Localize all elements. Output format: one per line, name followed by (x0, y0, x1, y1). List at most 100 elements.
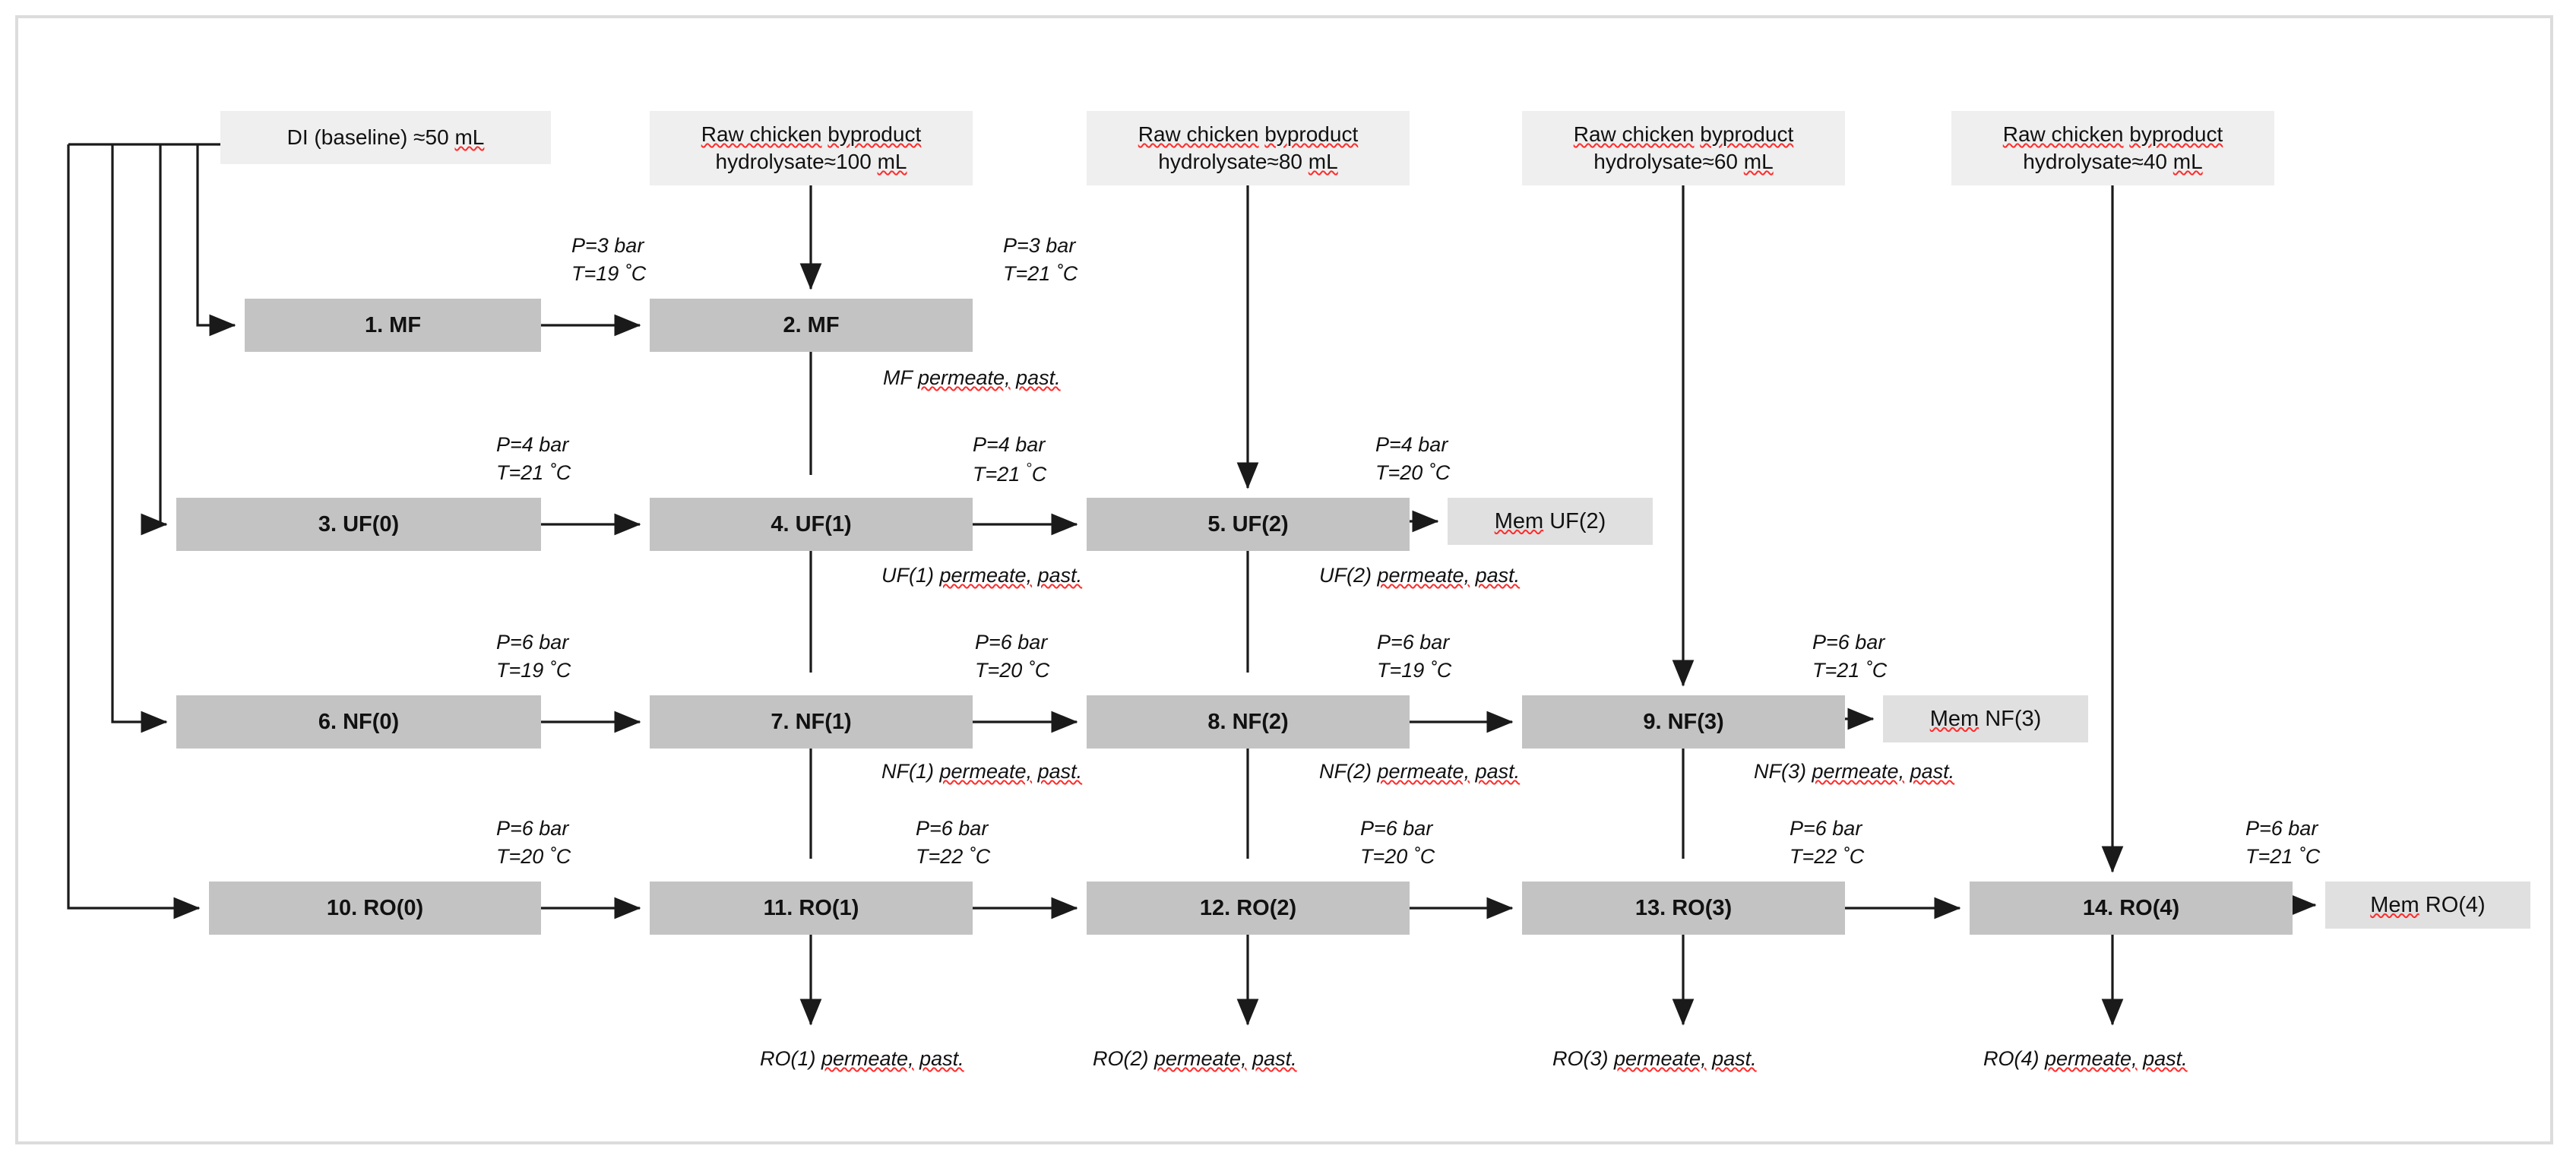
process-box-13: 13. RO(3) (1522, 882, 1845, 935)
feed-label-line2: hydrolysate≈60 mL (1593, 150, 1774, 173)
perm-nf1: NF(1) permeate, past. (881, 760, 1083, 783)
process-box-label: 10. RO(0) (326, 895, 424, 920)
process-box-label: 6. NF(0) (318, 709, 400, 734)
process-box-label: 3. UF(0) (318, 511, 400, 537)
process-box-label: 8. NF(2) (1207, 709, 1289, 734)
membrane-box-label: Mem RO(4) (2370, 892, 2486, 917)
process-box-4: 4. UF(1) (650, 498, 973, 551)
diagram-frame (15, 15, 2553, 1144)
process-box-label: 2. MF (783, 312, 840, 337)
process-box-10: 10. RO(0) (209, 882, 541, 935)
condition-temperature: T=22 ˚C (916, 845, 991, 869)
condition-temperature: T=20 ˚C (496, 845, 571, 869)
process-box-8: 8. NF(2) (1087, 695, 1410, 749)
condition-pressure: P=3 bar (571, 234, 644, 257)
process-box-label: 4. UF(1) (771, 511, 852, 537)
condition-temperature: T=21 ˚C (496, 461, 571, 485)
condition-pressure: P=6 bar (496, 817, 569, 840)
process-box-6: 6. NF(0) (176, 695, 541, 749)
feed-box-1: DI (baseline) ≈50 mL (220, 111, 551, 164)
condition-pressure: P=4 bar (496, 433, 569, 456)
condition-temperature: T=22 ˚C (1790, 845, 1865, 869)
condition-pressure: P=6 bar (916, 817, 989, 840)
feed-box-3: Raw chicken byproduct hydrolysate≈80 mL (1087, 111, 1410, 185)
condition-temperature: T=21 ˚C (1003, 262, 1078, 286)
condition-pressure: P=6 bar (975, 631, 1048, 654)
condition-temperature: T=20 ˚C (1360, 845, 1435, 869)
condition-pressure: P=6 bar (496, 631, 569, 654)
condition-temperature: T=19 ˚C (571, 262, 647, 286)
feed-label-line1: Raw chicken byproduct (1138, 122, 1359, 147)
perm-ro1: RO(1) permeate, past. (760, 1047, 964, 1070)
condition-pressure: P=6 bar (1360, 817, 1433, 840)
perm-uf2: UF(2) permeate, past. (1319, 564, 1521, 587)
process-box-7: 7. NF(1) (650, 695, 973, 749)
condition-temperature: T=21 ˚C (1812, 659, 1888, 682)
process-box-label: 13. RO(3) (1635, 895, 1733, 920)
condition-pressure: P=4 bar (1375, 433, 1448, 456)
perm-ro2: RO(2) permeate, past. (1093, 1047, 1297, 1070)
process-box-9: 9. NF(3) (1522, 695, 1845, 749)
feed-label-line1: Raw chicken byproduct (2002, 122, 2223, 147)
condition-temperature: T=21 ˚C (2245, 845, 2321, 869)
process-box-2: 2. MF (650, 299, 973, 352)
process-box-11: 11. RO(1) (650, 882, 973, 935)
condition-pressure: P=3 bar (1003, 234, 1076, 257)
condition-temperature: T=21 °C (973, 461, 1047, 486)
process-box-12: 12. RO(2) (1087, 882, 1410, 935)
condition-temperature: T=19 ˚C (1377, 659, 1452, 682)
process-box-label: 14. RO(4) (2082, 895, 2180, 920)
condition-temperature: T=20 ˚C (975, 659, 1050, 682)
perm-ro4: RO(4) permeate, past. (1983, 1047, 2188, 1070)
condition-pressure: P=6 bar (1790, 817, 1862, 840)
condition-temperature: T=20 ˚C (1375, 461, 1451, 485)
feed-label-line2: hydrolysate≈100 mL (715, 150, 907, 173)
process-box-label: 7. NF(1) (771, 709, 852, 734)
membrane-box-label: Mem NF(3) (1929, 706, 2042, 731)
feed-label-line1: Raw chicken byproduct (1573, 122, 1794, 147)
feed-label-line1: DI (baseline) ≈50 mL (286, 125, 485, 150)
condition-pressure: P=6 bar (1812, 631, 1885, 654)
condition-pressure: P=6 bar (1377, 631, 1450, 654)
perm-nf3: NF(3) permeate, past. (1754, 760, 1955, 783)
mem-uf2: Mem UF(2) (1448, 498, 1653, 545)
feed-box-2: Raw chicken byproduct hydrolysate≈100 mL (650, 111, 973, 185)
process-box-5: 5. UF(2) (1087, 498, 1410, 551)
process-box-label: 5. UF(2) (1207, 511, 1289, 537)
process-box-label: 1. MF (364, 312, 422, 337)
feed-box-4: Raw chicken byproduct hydrolysate≈60 mL (1522, 111, 1845, 185)
feed-label-line2: hydrolysate≈80 mL (1158, 150, 1338, 173)
process-box-3: 3. UF(0) (176, 498, 541, 551)
perm-mf: MF permeate, past. (883, 366, 1061, 389)
condition-pressure: P=6 bar (2245, 817, 2318, 840)
process-box-label: 9. NF(3) (1643, 709, 1724, 734)
membrane-box-label: Mem UF(2) (1494, 508, 1606, 533)
perm-uf1: UF(1) permeate, past. (881, 564, 1083, 587)
process-box-1: 1. MF (245, 299, 541, 352)
process-box-label: 12. RO(2) (1199, 895, 1297, 920)
process-box-label: 11. RO(1) (763, 895, 859, 920)
feed-box-5: Raw chicken byproduct hydrolysate≈40 mL (1951, 111, 2274, 185)
mem-ro4: Mem RO(4) (2325, 882, 2530, 929)
feed-label-line2: hydrolysate≈40 mL (2023, 150, 2203, 173)
condition-pressure: P=4 bar (973, 433, 1046, 456)
feed-label-line1: Raw chicken byproduct (701, 122, 922, 147)
mem-nf3: Mem NF(3) (1883, 695, 2088, 742)
perm-nf2: NF(2) permeate, past. (1319, 760, 1521, 783)
process-box-14: 14. RO(4) (1970, 882, 2293, 935)
